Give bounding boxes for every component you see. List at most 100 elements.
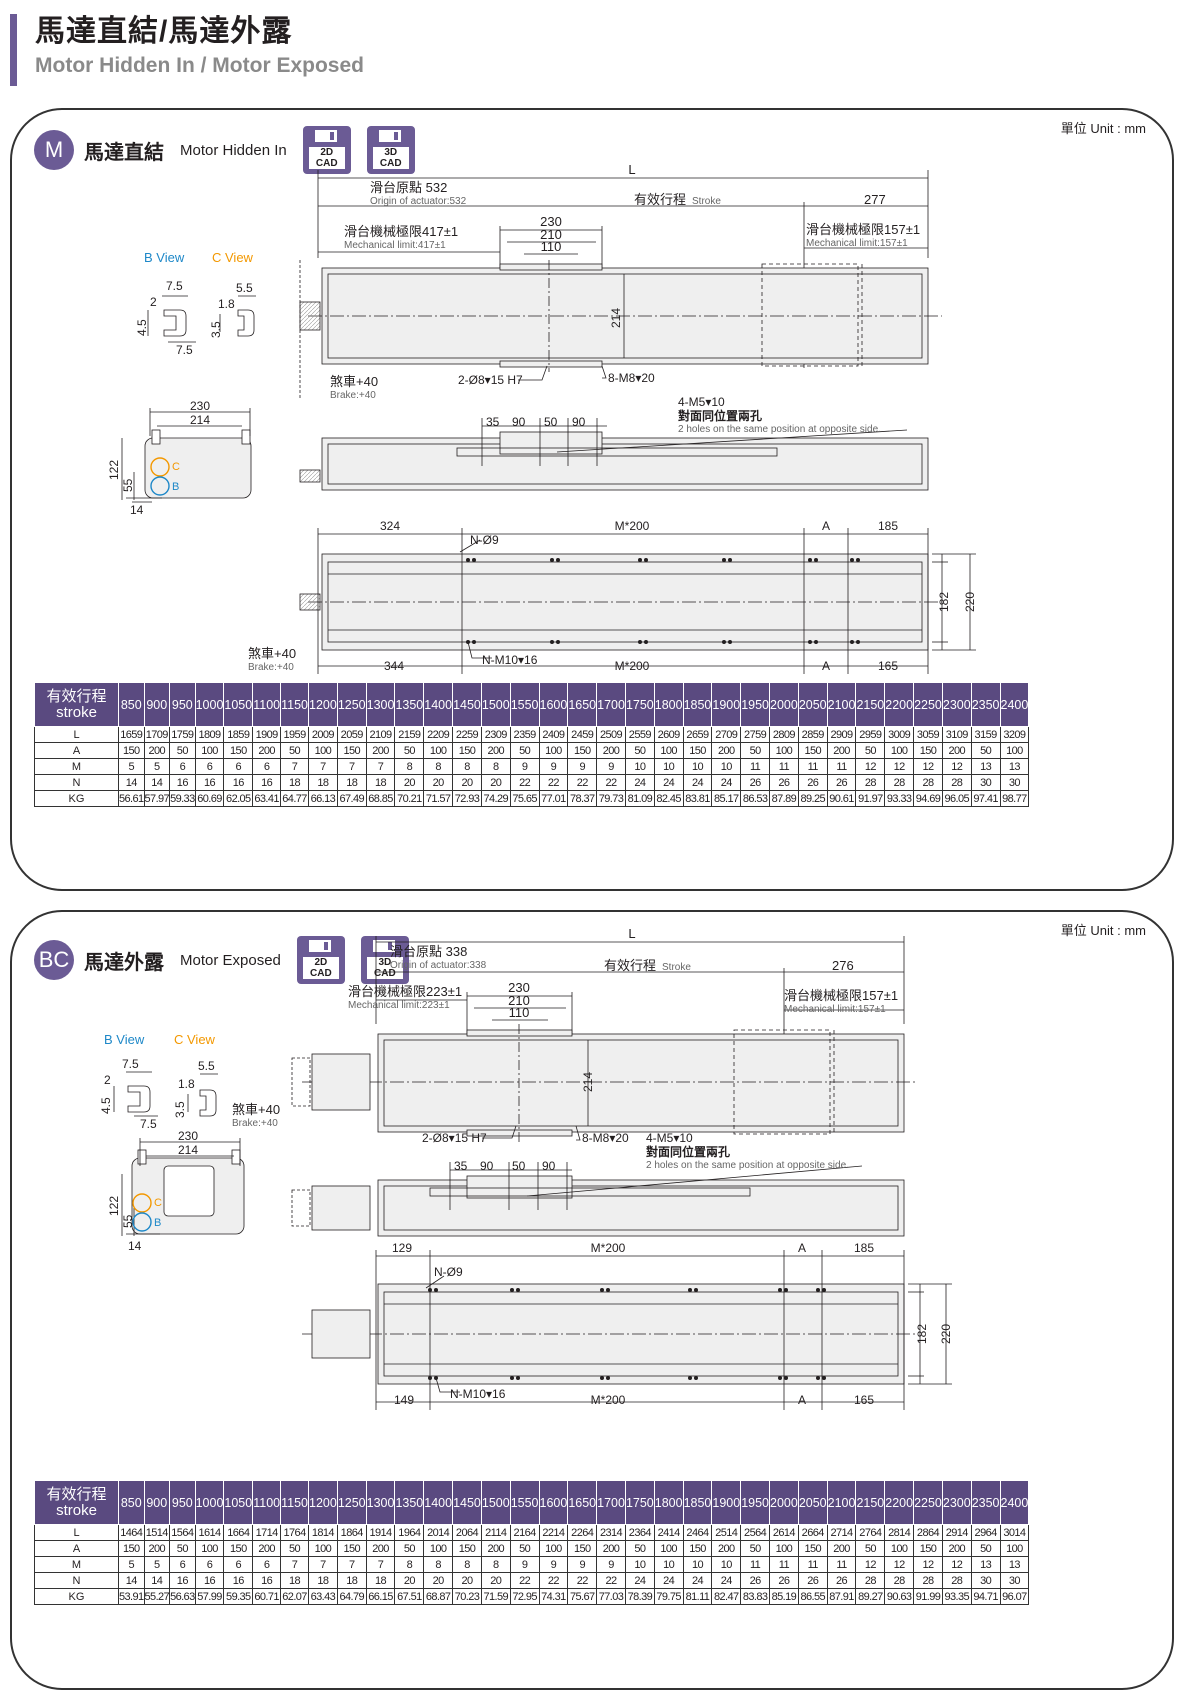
stroke-header-zh: 有效行程 bbox=[46, 687, 107, 705]
table-cell: 2714 bbox=[826, 1524, 857, 1541]
table-cell: 10 bbox=[682, 1556, 713, 1573]
dim-110: 110 bbox=[541, 239, 562, 254]
table-cell: 79.73 bbox=[596, 790, 626, 807]
table-cell: 2259 bbox=[452, 726, 482, 743]
table-cell: 150 bbox=[567, 742, 598, 759]
table-cell: 8 bbox=[452, 758, 482, 775]
table-cell: 2909 bbox=[826, 726, 857, 743]
table-cell: 16 bbox=[169, 1572, 196, 1589]
table-cell: 57.97 bbox=[143, 790, 171, 807]
dim-3-5: 3.5 bbox=[173, 1101, 187, 1118]
table-cell: 50 bbox=[624, 1540, 655, 1557]
stroke-column-header: 1400 bbox=[423, 1480, 454, 1525]
stroke-column-header: 1350 bbox=[394, 1480, 425, 1525]
side-50: 50 bbox=[544, 415, 558, 429]
table-cell: 2109 bbox=[365, 726, 396, 743]
table-cell: 12 bbox=[913, 1556, 943, 1573]
table-cell: 1514 bbox=[143, 1524, 171, 1541]
stroke-column-header: 1450 bbox=[452, 682, 482, 727]
table-cell: 50 bbox=[855, 742, 886, 759]
pin-label: 2-Ø8▾15 H7 bbox=[422, 1131, 487, 1145]
table-cell: 26 bbox=[740, 1572, 770, 1589]
stroke-column-header: 2350 bbox=[970, 1480, 1001, 1525]
m8-label: 8-M8▾20 bbox=[608, 371, 655, 385]
brake-label: 煞車+40 bbox=[330, 374, 378, 389]
opposite-label-en: 2 holes on the same position at opposite… bbox=[646, 1160, 849, 1171]
mech-limit-left: 滑台機械極限223±1 bbox=[348, 984, 462, 999]
table-cell: 24 bbox=[653, 1572, 684, 1589]
table-cell: 16 bbox=[194, 774, 225, 791]
brake-label: 煞車+40 bbox=[232, 1102, 280, 1117]
table-cell: 18 bbox=[365, 1572, 396, 1589]
table-cell: 2514 bbox=[711, 1524, 742, 1541]
table-cell: 9 bbox=[567, 1556, 598, 1573]
table-cell: 7 bbox=[365, 1556, 396, 1573]
table-cell: 3059 bbox=[913, 726, 943, 743]
stroke-column-header: 950 bbox=[169, 682, 196, 727]
table-cell: 60.69 bbox=[194, 790, 225, 807]
table-cell: 66.13 bbox=[308, 790, 338, 807]
origin-label: 滑台原點 338 bbox=[390, 944, 467, 959]
table-cell: 200 bbox=[480, 742, 511, 759]
table-cell: 22 bbox=[596, 1572, 626, 1589]
table-cell: 150 bbox=[118, 742, 145, 759]
table-cell: 18 bbox=[280, 774, 309, 791]
dim-7-5-b: 7.5 bbox=[140, 1117, 157, 1131]
table-cell: 8 bbox=[394, 758, 425, 775]
table-cell: 26 bbox=[740, 774, 770, 791]
table-cell: 100 bbox=[884, 742, 915, 759]
bottom-m200: M*200 bbox=[591, 1241, 626, 1255]
table-cell: 200 bbox=[365, 1540, 396, 1557]
table-cell: 11 bbox=[740, 758, 770, 775]
table-cell: 22 bbox=[538, 1572, 569, 1589]
table-cell: 13 bbox=[999, 1556, 1030, 1573]
table-cell: 2609 bbox=[653, 726, 684, 743]
table-cell: 18 bbox=[308, 774, 338, 791]
table-cell: 83.83 bbox=[740, 1588, 770, 1605]
table-cell: 20 bbox=[394, 774, 425, 791]
table-cell: 85.17 bbox=[711, 790, 742, 807]
table-cell: 93.35 bbox=[941, 1588, 972, 1605]
table-cell: 94.71 bbox=[970, 1588, 1001, 1605]
stroke-column-header: 1450 bbox=[452, 1480, 482, 1525]
table-cell: 10 bbox=[653, 758, 684, 775]
stroke-column-header: 2050 bbox=[797, 682, 828, 727]
table-cell: 11 bbox=[826, 1556, 857, 1573]
stroke-column-header: 2250 bbox=[913, 682, 943, 727]
table-cell: 2364 bbox=[624, 1524, 655, 1541]
table-cell: 2359 bbox=[509, 726, 540, 743]
table-cell: 2864 bbox=[913, 1524, 943, 1541]
table-cell: 14 bbox=[118, 1572, 145, 1589]
table-cell: 2064 bbox=[452, 1524, 482, 1541]
stroke-column-header: 2000 bbox=[769, 1480, 799, 1525]
table-cell: 2314 bbox=[596, 1524, 626, 1541]
stroke-column-header: 2050 bbox=[797, 1480, 828, 1525]
stroke-column-header: 1900 bbox=[711, 682, 742, 727]
table-cell: 9 bbox=[509, 758, 540, 775]
table-cell: 24 bbox=[624, 774, 655, 791]
page-title: 馬達直結/馬達外露 bbox=[35, 15, 293, 48]
table-cell: 1814 bbox=[308, 1524, 338, 1541]
m5-label: 4-M5▾10 bbox=[678, 395, 725, 409]
table-cell: 22 bbox=[509, 1572, 540, 1589]
table-cell: 22 bbox=[567, 774, 598, 791]
table-cell: 28 bbox=[884, 774, 915, 791]
table-cell: 50 bbox=[394, 742, 425, 759]
table-cell: 9 bbox=[509, 1556, 540, 1573]
bottom-m10: N-M10▾16 bbox=[450, 1387, 506, 1401]
table-cell: 150 bbox=[797, 1540, 828, 1557]
side-90b: 90 bbox=[542, 1159, 556, 1173]
stroke-header-zh: 有效行程 bbox=[46, 1485, 107, 1503]
unit-label: 單位 Unit : mm bbox=[1060, 121, 1146, 136]
dim-4-5: 4.5 bbox=[99, 1097, 113, 1114]
